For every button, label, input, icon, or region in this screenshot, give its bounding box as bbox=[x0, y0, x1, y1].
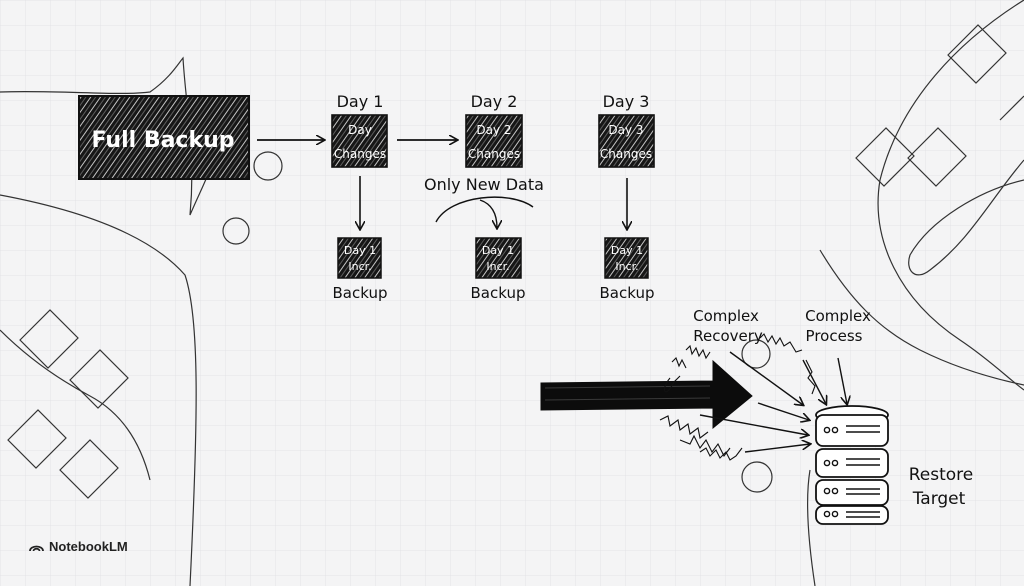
restore-target-line2: Target bbox=[912, 489, 966, 509]
day2-box-line2: Changes bbox=[467, 147, 521, 161]
day3-incr-line1: Day 1 bbox=[610, 244, 644, 257]
diamond-icon bbox=[855, 127, 915, 187]
database-server-icon bbox=[815, 405, 889, 525]
full-backup-box bbox=[78, 95, 250, 180]
day3-backup-caption: Backup bbox=[599, 284, 655, 302]
day2-box-line1: Day 2 bbox=[476, 123, 512, 137]
only-new-data-label: Only New Data bbox=[424, 175, 544, 194]
day1-backup-caption: Backup bbox=[332, 284, 388, 302]
diamond-icon bbox=[69, 349, 129, 409]
recovery-big-arrow bbox=[540, 359, 753, 430]
day2-backup-caption: Backup bbox=[470, 284, 526, 302]
day2-incr-box bbox=[475, 237, 522, 279]
day2-incr-line1: Day 1 bbox=[481, 244, 515, 257]
notebooklm-logo-icon bbox=[29, 545, 44, 552]
day1-incr-box bbox=[337, 237, 382, 279]
complex-recovery-line2: Recovery bbox=[693, 327, 763, 345]
day3-box-line1: Day 3 bbox=[608, 123, 644, 137]
day2-changes-box bbox=[465, 114, 523, 168]
day1-box-line2: Changes bbox=[333, 147, 387, 161]
day2-heading: Day 2 bbox=[470, 92, 518, 111]
diamond-icon bbox=[907, 127, 967, 187]
diamond-icon bbox=[947, 24, 1007, 84]
full-backup-label: Full Backup bbox=[91, 128, 235, 153]
arrows-to-server bbox=[699, 351, 847, 453]
diamond-icon bbox=[999, 95, 1024, 121]
complex-recovery-line1: Complex bbox=[693, 307, 759, 325]
diamond-icon bbox=[7, 409, 67, 469]
complexity-scribbles bbox=[659, 333, 816, 461]
arrow-day2-down bbox=[479, 199, 497, 228]
day1-changes-box bbox=[331, 114, 388, 168]
diamond-icon bbox=[19, 309, 79, 369]
day3-changes-box bbox=[598, 114, 655, 168]
brand-name: NotebookLM bbox=[49, 539, 128, 554]
day3-box-line2: Changes bbox=[599, 147, 653, 161]
notebooklm-brand: NotebookLM bbox=[29, 539, 128, 554]
day1-heading: Day 1 bbox=[336, 92, 384, 111]
complex-process-line2: Process bbox=[805, 327, 863, 345]
complex-process-line1: Complex bbox=[805, 307, 871, 325]
day2-incr-line2: Incr. bbox=[486, 260, 510, 273]
diamond-icon bbox=[59, 439, 119, 499]
day1-incr-line2: Incr. bbox=[348, 260, 372, 273]
day1-box-line1: Day bbox=[348, 123, 372, 137]
restore-target-line1: Restore bbox=[908, 465, 974, 485]
day3-incr-line2: Incr. bbox=[615, 260, 639, 273]
day3-heading: Day 3 bbox=[602, 92, 650, 111]
day1-incr-line1: Day 1 bbox=[343, 244, 377, 257]
arrow-day2-curved bbox=[435, 196, 534, 223]
day3-incr-box bbox=[604, 237, 649, 279]
